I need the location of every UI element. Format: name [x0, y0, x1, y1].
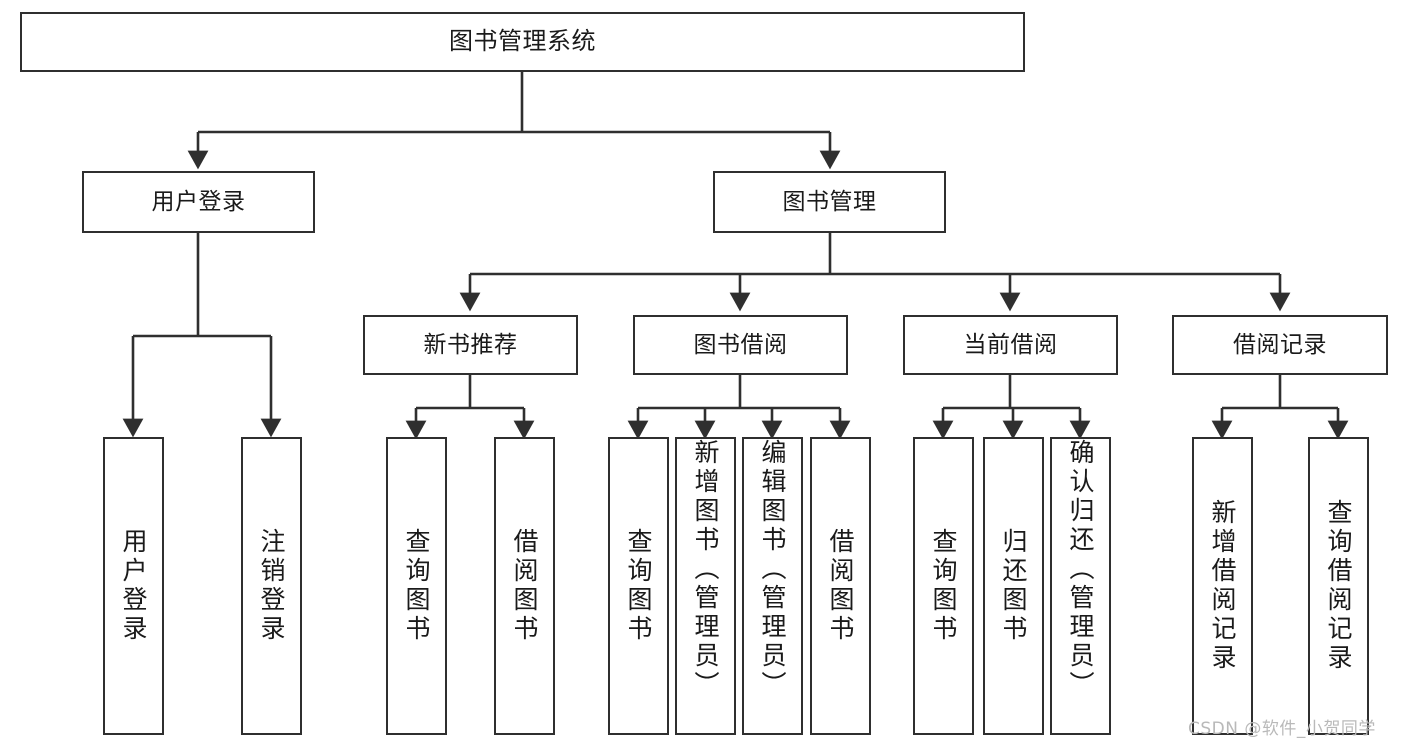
- leaf-current-return-book[interactable]: 归还图书: [983, 437, 1044, 735]
- node-label: 图书借阅: [693, 331, 788, 358]
- node-label: 查询借阅记录: [1324, 499, 1353, 673]
- node-label: 新增图书（管理员）: [691, 439, 720, 700]
- node-label: 当前借阅: [963, 331, 1058, 358]
- leaf-current-confirm-return-admin[interactable]: 确认归还（管理员）: [1050, 437, 1111, 735]
- node-label: 查询图书: [929, 528, 958, 644]
- leaf-borrow-edit-book-admin[interactable]: 编辑图书（管理员）: [742, 437, 803, 735]
- node-label: 图书管理系统: [449, 27, 596, 56]
- node-label: 借阅记录: [1233, 331, 1327, 358]
- leaf-recommend-borrow-book[interactable]: 借阅图书: [494, 437, 555, 735]
- node-label: 编辑图书（管理员）: [758, 439, 787, 700]
- node-label: 用户登录: [119, 528, 148, 644]
- node-borrow-record[interactable]: 借阅记录: [1172, 315, 1388, 375]
- node-book-management[interactable]: 图书管理: [713, 171, 946, 233]
- node-label: 新增借阅记录: [1208, 499, 1237, 673]
- leaf-borrow-add-book-admin[interactable]: 新增图书（管理员）: [675, 437, 736, 735]
- node-label: 查询图书: [624, 528, 653, 644]
- csdn-watermark: CSDN @软件_小贺同学: [1188, 719, 1376, 739]
- node-book-borrow[interactable]: 图书借阅: [633, 315, 848, 375]
- leaf-current-query-book[interactable]: 查询图书: [913, 437, 974, 735]
- node-label: 归还图书: [999, 528, 1028, 644]
- node-label: 确认归还（管理员）: [1066, 439, 1095, 700]
- leaf-record-add-record[interactable]: 新增借阅记录: [1192, 437, 1253, 735]
- node-label: 新书推荐: [423, 331, 518, 358]
- leaf-borrow-borrow-book[interactable]: 借阅图书: [810, 437, 871, 735]
- node-user-login[interactable]: 用户登录: [82, 171, 315, 233]
- leaf-borrow-query-book[interactable]: 查询图书: [608, 437, 669, 735]
- node-label: 注销登录: [257, 528, 286, 644]
- node-new-book-recommend[interactable]: 新书推荐: [363, 315, 578, 375]
- node-label: 用户登录: [151, 188, 246, 215]
- node-current-borrow[interactable]: 当前借阅: [903, 315, 1118, 375]
- node-label: 图书管理: [782, 188, 877, 215]
- node-label: 借阅图书: [826, 528, 855, 644]
- leaf-user-login-login[interactable]: 用户登录: [103, 437, 164, 735]
- node-root-system[interactable]: 图书管理系统: [20, 12, 1025, 72]
- node-label: 查询图书: [402, 528, 431, 644]
- leaf-recommend-query-book[interactable]: 查询图书: [386, 437, 447, 735]
- leaf-record-query-record[interactable]: 查询借阅记录: [1308, 437, 1369, 735]
- leaf-user-login-logout[interactable]: 注销登录: [241, 437, 302, 735]
- node-label: 借阅图书: [510, 528, 539, 644]
